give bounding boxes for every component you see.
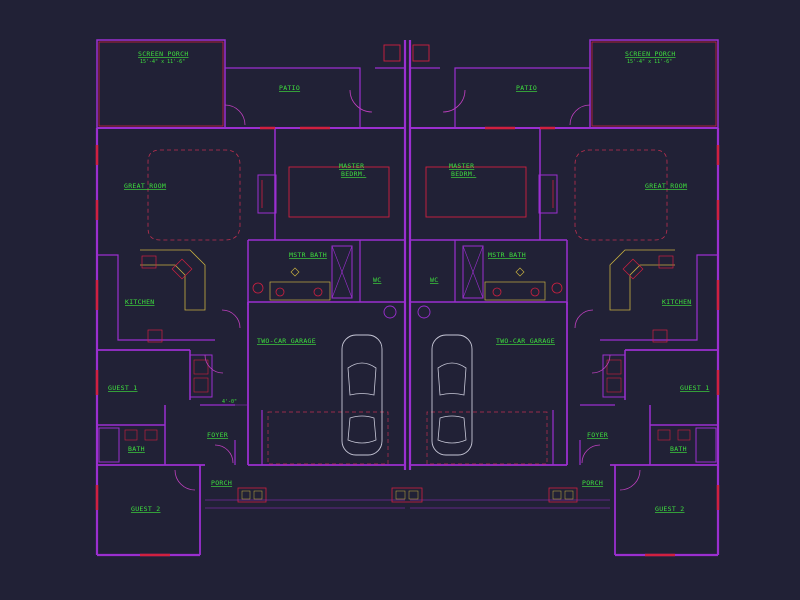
wc-left-label: WC [373,276,381,284]
center-utilities [383,44,431,503]
screen-porch-left-dim: 15'-4" x 11'-6" [140,59,185,65]
foyer-left-label: FOYER [207,431,228,439]
great-room-left-label: GREAT ROOM [124,182,166,190]
car-right [431,334,473,456]
mstr-bath-left-label: MSTR BATH [289,251,327,259]
right-fixtures [408,88,720,557]
room-labels: SCREEN PORCH 15'-4" x 11'-6" SCREEN PORC… [108,50,710,513]
guest1-left-label: GUEST 1 [108,384,138,392]
screen-porch-right-dim: 15'-4" x 11'-6" [627,59,672,65]
master-left-label-2: BEDRM. [341,170,366,178]
dim-label: 4'-0" [222,399,237,405]
garage-right-label: TWO-CAR GARAGE [496,337,555,345]
porch-right-label: PORCH [582,479,603,487]
left-unit-walls [95,39,407,557]
car-left [341,334,383,456]
screen-porch-left-label: SCREEN PORCH [138,50,189,58]
kitchen-left-label: KITCHEN [125,298,155,306]
mstr-bath-right-label: MSTR BATH [488,251,526,259]
bath-left-label: BATH [128,445,145,453]
garage-left-label: TWO-CAR GARAGE [257,337,316,345]
guest2-left-label: GUEST 2 [131,505,161,513]
master-right-label-2: BEDRM. [451,170,476,178]
bath-right-label: BATH [670,445,687,453]
patio-right-label: PATIO [516,84,537,92]
porch-left-label: PORCH [211,479,232,487]
guest2-right-label: GUEST 2 [655,505,685,513]
screen-porch-right-label: SCREEN PORCH [625,50,676,58]
patio-left-label: PATIO [279,84,300,92]
guest1-right-label: GUEST 1 [680,384,710,392]
wc-right-label: WC [430,276,438,284]
master-right-label-1: MASTER [449,162,474,170]
master-left-label-1: MASTER [339,162,364,170]
kitchen-right-label: KITCHEN [662,298,692,306]
foyer-right-label: FOYER [587,431,608,439]
dimension-4ft: 4'-0" [213,399,247,406]
left-fixtures [95,88,407,557]
great-room-right-label: GREAT ROOM [645,182,687,190]
